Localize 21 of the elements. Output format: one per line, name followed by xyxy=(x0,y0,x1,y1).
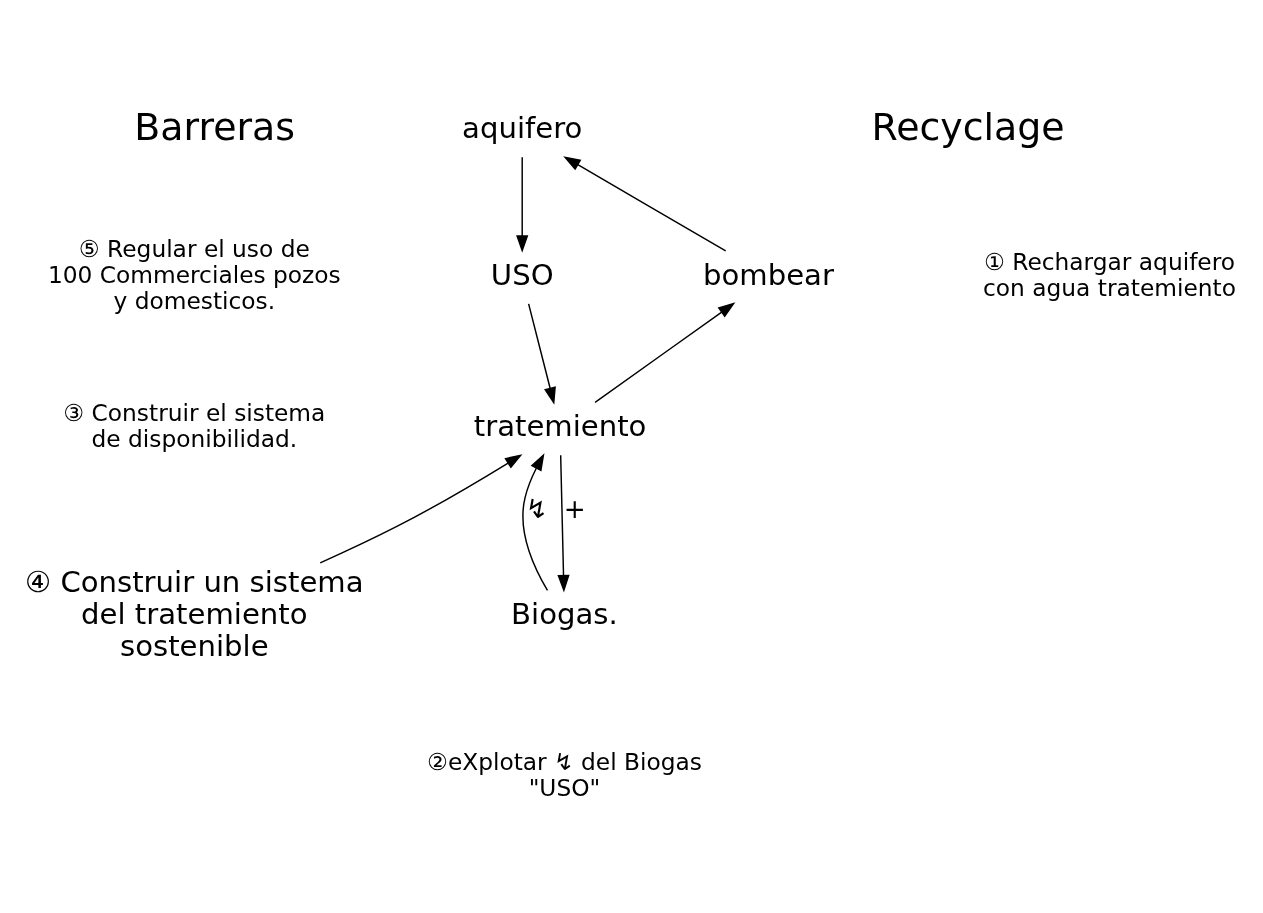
label: ⑤ Regular el uso de 100 Commerciales pozos y domesticos. xyxy=(47,234,341,315)
label: ③ Construir el sistema de disponibilidad. xyxy=(63,399,326,453)
arrow xyxy=(527,303,556,405)
label: ① Rechargar aquifero con agua tratemiento xyxy=(983,247,1236,301)
arrow xyxy=(516,156,529,253)
label: Recyclage xyxy=(871,104,1065,149)
node-text: tratemiento xyxy=(473,409,647,444)
node-text: ④ Construir un sistema del tratemiento sostenible xyxy=(25,565,364,664)
label: Barreras xyxy=(134,104,296,149)
node-text: Biogas. xyxy=(511,597,618,632)
node-text: bombear xyxy=(703,257,834,292)
edge-label: + xyxy=(563,494,586,525)
arrow xyxy=(557,454,570,593)
label: ②eXplotar ↯ del Biogas "USO" xyxy=(427,747,702,801)
arrow xyxy=(563,156,727,252)
arrow xyxy=(522,453,549,592)
arrow xyxy=(319,454,523,564)
node-text: USO xyxy=(490,257,554,292)
arrow xyxy=(594,302,736,404)
edge-label: ↯ xyxy=(525,494,548,525)
node-text: aquifero xyxy=(462,111,583,146)
